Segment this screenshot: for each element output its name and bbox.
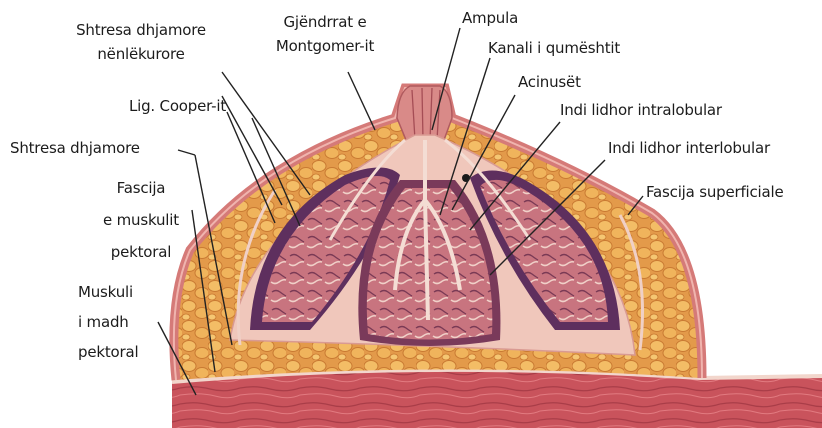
label-acini: Acinusët bbox=[518, 74, 581, 91]
label-pectoralis-major-2: i madh bbox=[78, 314, 129, 331]
label-cooper-ligament: Lig. Cooper-it bbox=[90, 98, 226, 115]
label-interlobular-tissue: Indi lidhor interlobular bbox=[608, 140, 770, 157]
label-pectoralis-major-3: pektoral bbox=[78, 344, 138, 361]
label-pectoral-fascia-3: pektoral bbox=[86, 244, 196, 261]
label-intralobular-tissue: Indi lidhor intralobular bbox=[560, 102, 722, 119]
label-pectoral-fascia-2: e muskulit bbox=[86, 212, 196, 229]
label-subcutaneous-fat-2: nënlëkurore bbox=[56, 46, 226, 63]
label-pectoralis-major-1: Muskuli bbox=[78, 284, 133, 301]
label-fat-layer: Shtresa dhjamore bbox=[10, 140, 140, 157]
label-ampulla: Ampula bbox=[462, 10, 518, 27]
label-montgomery-glands-2: Montgomer-it bbox=[265, 38, 385, 55]
label-milk-duct: Kanali i qumështit bbox=[488, 40, 620, 57]
label-subcutaneous-fat-1: Shtresa dhjamore bbox=[56, 22, 226, 39]
label-pectoral-fascia-1: Fascija bbox=[86, 180, 196, 197]
label-superficial-fascia: Fascija superficiale bbox=[646, 184, 784, 201]
nipple bbox=[397, 86, 452, 140]
label-montgomery-glands-1: Gjëndrrat e bbox=[265, 14, 385, 31]
